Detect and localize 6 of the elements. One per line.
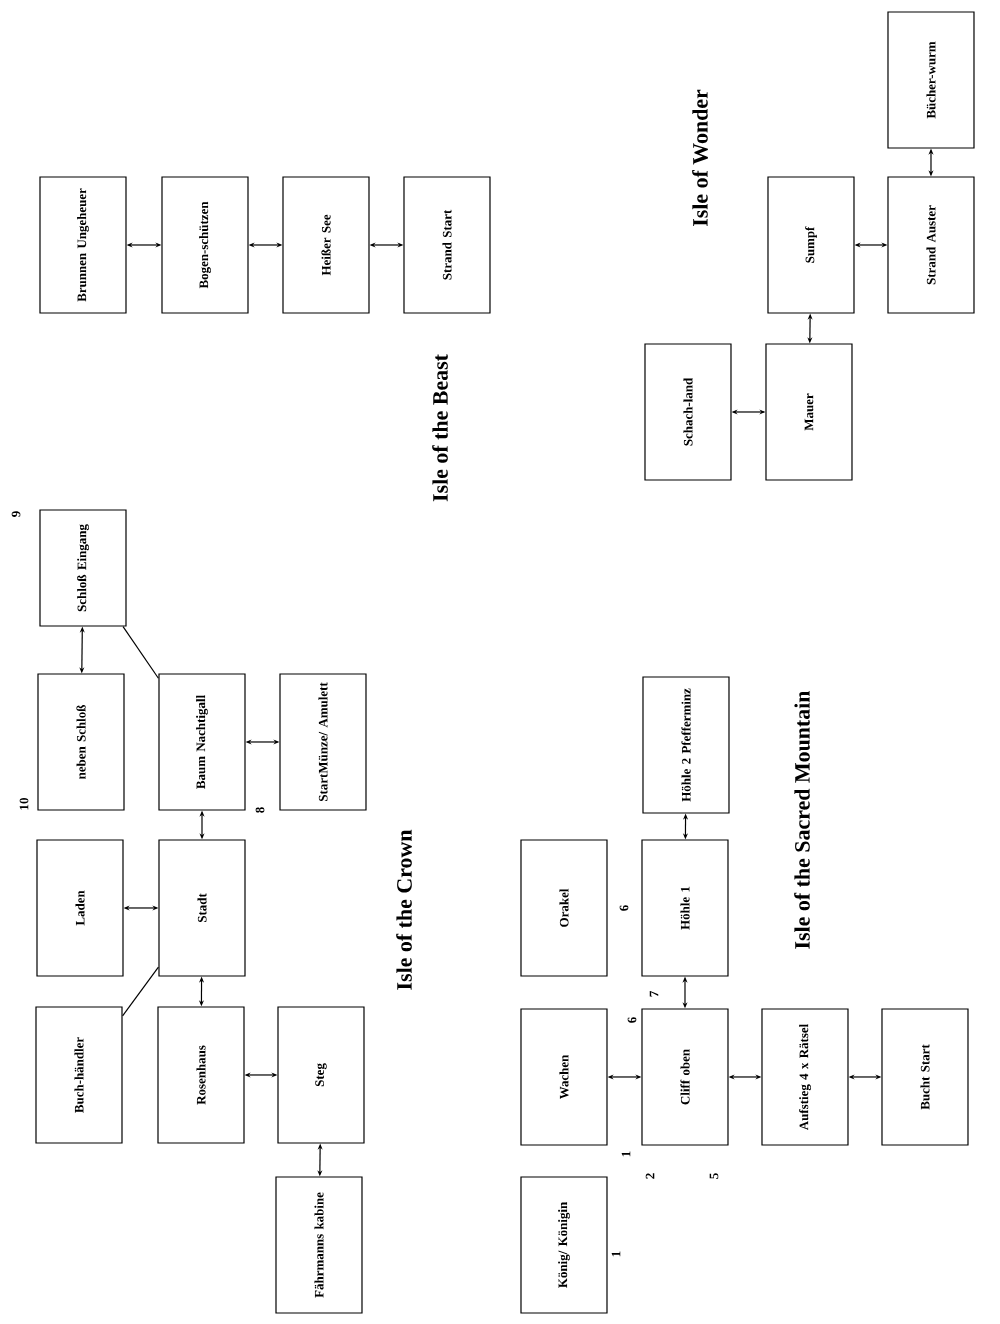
connector-line xyxy=(122,966,159,1017)
island-title: Isle of the Beast xyxy=(432,354,448,502)
island-title: Isle of the Crown xyxy=(396,829,412,990)
connector-line xyxy=(122,626,159,679)
island-title: Isle of the Sacred Mountain xyxy=(794,690,810,949)
island-title: Isle of Wonder xyxy=(692,89,708,227)
